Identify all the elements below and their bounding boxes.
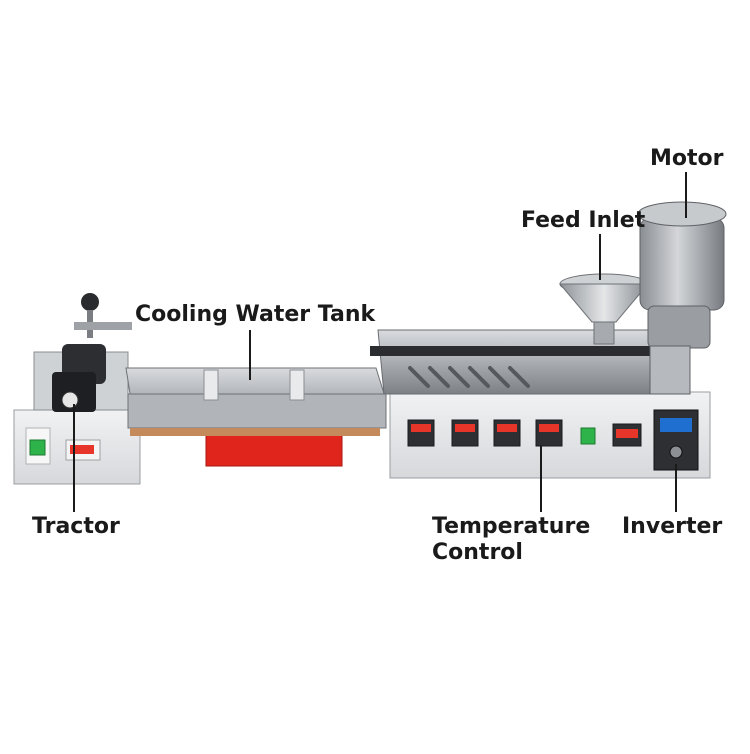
motor-end-cap	[637, 201, 727, 227]
temperature-controller-3-display	[497, 424, 517, 432]
barrel-top-strip	[370, 346, 656, 356]
funnel-hopper-icon	[558, 283, 650, 323]
tractor-gauge-icon	[61, 391, 79, 409]
vent-slot	[428, 366, 450, 388]
label-feed-inlet: Feed Inlet	[521, 208, 646, 233]
hopper-throat	[593, 321, 615, 345]
tractor-power-switch	[29, 439, 46, 456]
barrel-cover	[377, 329, 661, 395]
temperature-controller-2	[451, 419, 479, 447]
motor-assembly	[637, 201, 727, 395]
motor-coupling	[649, 345, 691, 395]
label-inverter: Inverter	[622, 514, 723, 539]
temperature-controller-1	[407, 419, 435, 447]
temperature-controller-4-display	[539, 424, 559, 432]
label-motor: Motor	[650, 146, 724, 171]
inverter-display	[660, 418, 692, 432]
vent-slot	[448, 366, 470, 388]
tractor-unit	[13, 293, 141, 485]
tank-support-left	[203, 369, 219, 401]
tank-front-panel	[127, 393, 387, 429]
vent-slot	[508, 366, 530, 388]
label-temperature-control: Temperature Control	[432, 514, 590, 566]
extruder-unit	[370, 329, 711, 479]
tank-rivet-strip	[130, 428, 380, 436]
label-cooling-water-tank: Cooling Water Tank	[135, 302, 376, 327]
vent-slot	[408, 366, 430, 388]
inverter-knob-icon	[669, 445, 683, 459]
temperature-controller-1-display	[411, 424, 431, 432]
motor-gearbox	[647, 305, 711, 349]
vent-slot	[468, 366, 490, 388]
extruder-power-switch	[580, 427, 596, 445]
label-temperature-control-line1: Temperature	[432, 514, 591, 539]
label-tractor: Tractor	[32, 514, 120, 539]
temperature-controller-2-display	[455, 424, 475, 432]
feed-inlet-hopper	[558, 273, 650, 345]
tank-support-right	[289, 369, 305, 401]
vent-slot	[488, 366, 510, 388]
label-temperature-control-line2: Control	[432, 540, 523, 565]
cooling-water-tank	[125, 367, 387, 467]
tractor-clamp	[74, 322, 132, 330]
tractor-display-digits	[70, 445, 94, 454]
tractor-knob-icon	[81, 293, 99, 311]
temperature-controller-3	[493, 419, 521, 447]
electric-motor-icon	[639, 217, 725, 311]
temperature-controller-4	[535, 419, 563, 447]
speed-display-digits	[616, 429, 638, 438]
